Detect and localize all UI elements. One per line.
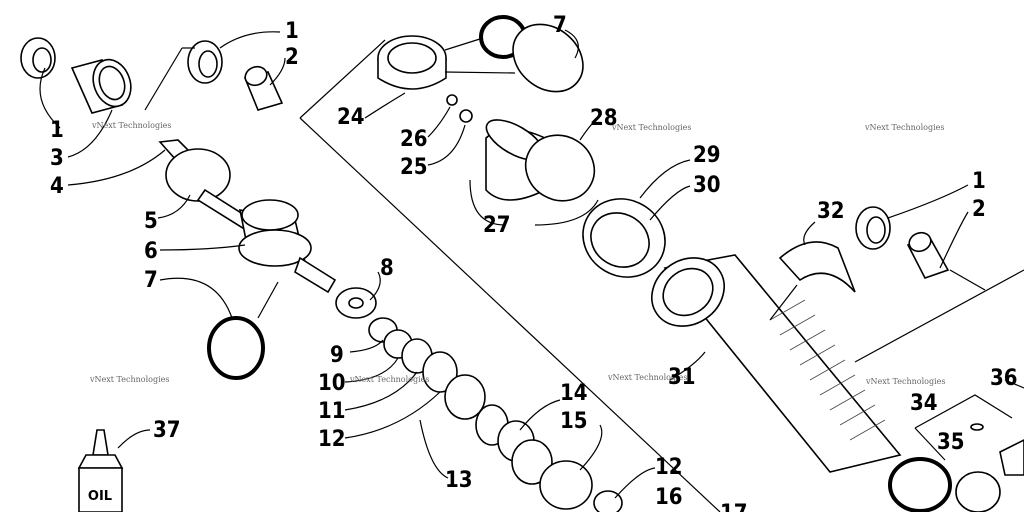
watermark: vNext Technologies [607,373,687,382]
callout-number: 1 [972,169,986,194]
callout-number: 26 [400,127,428,152]
callout-number: 4 [50,174,64,199]
watermark: vNext Technologies [91,121,171,130]
divider-lines [299,39,1024,512]
sleeve-3 [70,58,132,114]
callout-number: 27 [483,213,511,238]
callout-number: 12 [655,455,683,480]
bushing-1-top [187,40,223,84]
watermark: vNext Technologies [864,123,944,132]
callout-number: 7 [144,268,158,293]
shock-shaft-assembly [158,139,337,294]
callout-number: 32 [817,199,845,224]
callout-number: 37 [153,418,181,443]
callout-number: 3 [50,146,64,171]
valve-parts-25-26 [364,92,473,166]
callout-number: 6 [144,239,158,264]
watermarks: vNext Technologies vNext Technologies vN… [89,121,945,386]
leaders-top-left [39,31,286,186]
callout-number: 2 [972,197,986,222]
callout-number: 2 [285,45,299,70]
bottom-right-parts [888,379,1024,512]
bottle-label: OIL [88,489,112,504]
callout-number: 14 [560,381,588,406]
callout-numbers: 1 2 1 3 4 5 6 7 7 8 9 10 11 12 13 14 15 … [50,13,1018,512]
leaders-shims [344,271,656,499]
callout-number: 1 [285,19,299,44]
callout-number: 34 [910,391,938,416]
callout-number: 10 [318,371,346,396]
callout-number: 16 [655,485,683,510]
adjuster-nuts-29-30 [582,159,691,278]
shim-stack [335,287,623,512]
bushing-1-left [20,37,56,79]
watermark: vNext Technologies [89,375,169,384]
o-ring-7-left [159,277,279,380]
callout-number: 9 [330,343,344,368]
callout-number: 29 [693,143,721,168]
callout-number: 1 [50,118,64,143]
o-ring-7-top [444,15,584,93]
callout-number: 17 [720,501,748,512]
leaders-shaft [157,194,246,251]
callout-number: 25 [400,155,428,180]
callout-number: 28 [590,106,618,131]
bushing-2-top [243,65,284,111]
watermark: vNext Technologies [865,377,945,386]
bushings-right [855,184,986,291]
callout-number: 30 [693,173,721,198]
callout-number: 12 [318,427,346,452]
shield-32 [769,221,856,321]
callout-number: 35 [937,430,965,455]
piston-rings-27-28 [469,119,599,226]
callout-number: 7 [553,13,567,38]
oil-bottle-37: OIL [77,429,151,512]
callout-number: 36 [990,366,1018,391]
callout-number: 11 [318,399,346,424]
callout-number: 15 [560,409,588,434]
watermark: vNext Technologies [349,375,429,384]
callout-number: 24 [337,105,365,130]
callout-number: 13 [445,468,473,493]
watermark: vNext Technologies [611,123,691,132]
shock-body-31 [651,254,902,473]
reservoir-cap-24 [377,35,447,90]
callout-number: 8 [380,256,394,281]
callout-number: 31 [668,365,696,390]
callout-number: 5 [144,209,158,234]
